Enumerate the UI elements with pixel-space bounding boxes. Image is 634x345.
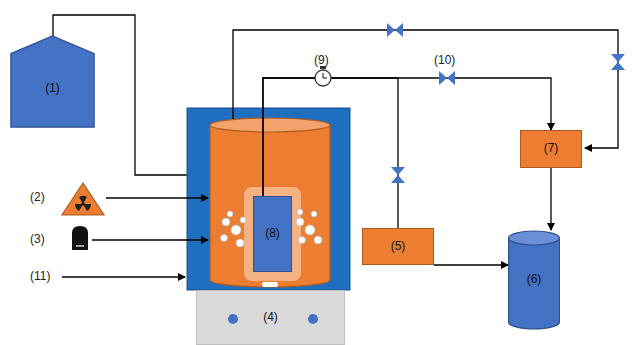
process-box: (5) — [362, 228, 434, 265]
radiation-icon — [62, 183, 104, 215]
collection-vessel: (6) — [508, 230, 560, 330]
node-label: (7) — [544, 142, 559, 155]
sample-holder: (8) — [253, 196, 292, 272]
node-label: (8) — [265, 227, 280, 240]
callout-number: (10) — [434, 54, 455, 67]
input-arrow — [62, 276, 185, 277]
node-label: (1) — [45, 82, 60, 95]
input-arrow — [92, 239, 208, 240]
valve — [387, 23, 625, 70]
node-label: (5) — [391, 240, 406, 253]
stirrer-plate: (4) — [196, 290, 345, 345]
valve — [391, 71, 455, 183]
glow — [244, 187, 301, 281]
storage-tank: (1) — [10, 35, 95, 128]
water-bath — [187, 108, 350, 290]
flow-line — [434, 264, 508, 265]
node-label: (6) — [527, 273, 542, 286]
callout-number: (2) — [30, 191, 45, 204]
process-box: (7) — [520, 130, 582, 168]
callout-number: (9) — [314, 54, 329, 67]
reactor-top — [210, 118, 330, 132]
input-arrow — [106, 197, 208, 198]
callout-number: (3) — [30, 233, 45, 246]
stir-bar — [262, 282, 278, 287]
gas-cylinder-icon — [72, 226, 88, 250]
gas-cylinder-mark — [76, 245, 84, 246]
timer — [315, 66, 331, 86]
node-label: (4) — [263, 311, 278, 324]
reactor-body — [210, 125, 330, 287]
radiation-symbol — [75, 196, 91, 211]
flow-line — [263, 78, 551, 196]
flow-line — [550, 168, 551, 230]
callout-number: (11) — [30, 270, 50, 283]
